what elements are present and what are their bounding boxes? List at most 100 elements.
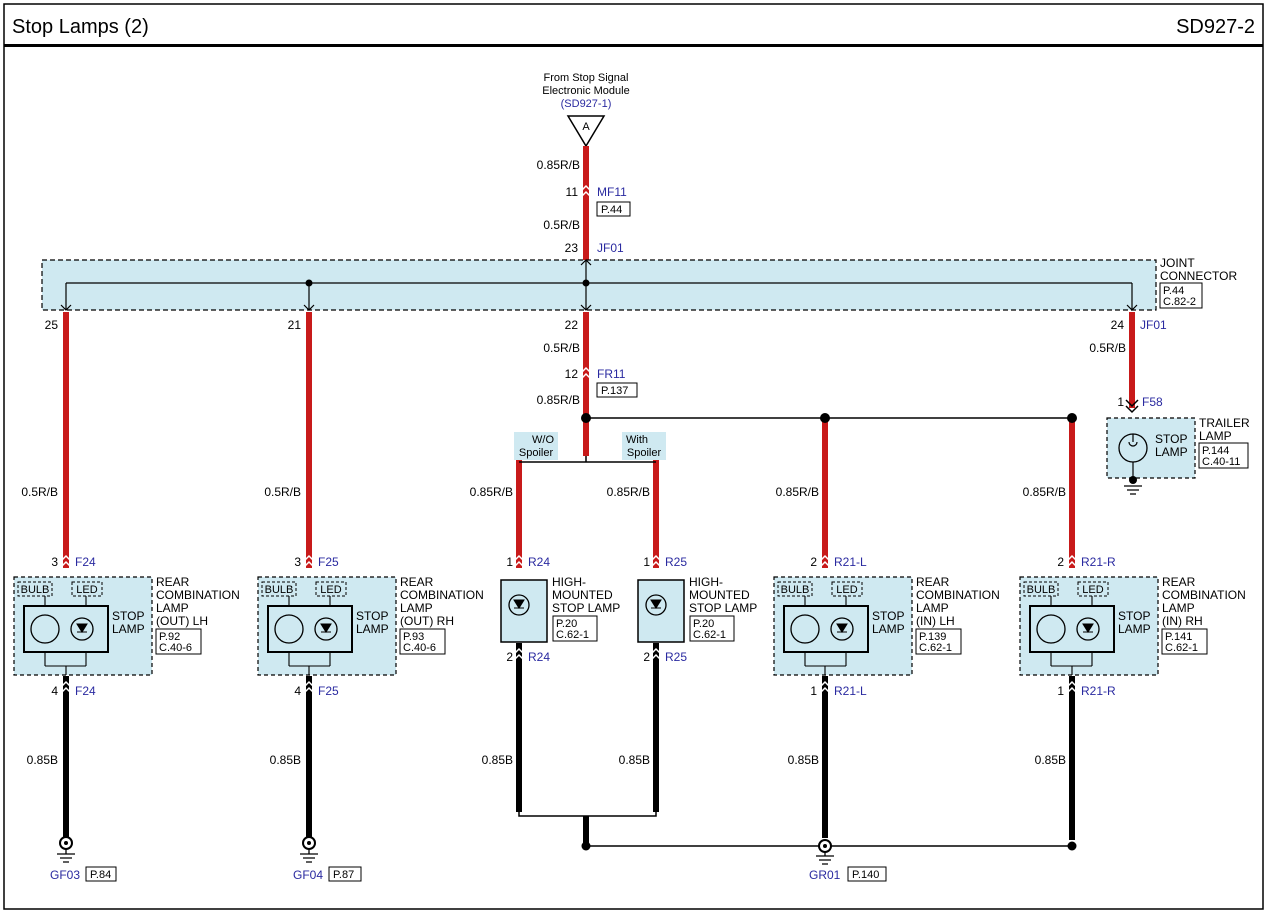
option-with-2: Spoiler	[627, 447, 662, 459]
page-code: SD927-2	[1176, 16, 1255, 38]
gf04-ref-box	[328, 866, 362, 882]
out-lh-ref-box	[155, 628, 202, 655]
r25-bot-pin: 2	[643, 650, 650, 664]
in-lh-ref-2: C.62-1	[919, 642, 952, 654]
in-rh-name-1: REAR	[1162, 575, 1196, 589]
hm1-ref-1: P.20	[556, 618, 577, 630]
connector-mf11-symbol	[579, 184, 593, 199]
wire-label-gnd6: 0.85B	[1035, 753, 1066, 767]
wire-label-col3: 0.85R/B	[470, 485, 513, 499]
wire-label-top2: 0.5R/B	[543, 218, 580, 232]
in-lh-bulb: BULB	[781, 584, 810, 596]
f25-bot-name: F25	[318, 684, 339, 698]
out-rh-name-1: REAR	[400, 575, 434, 589]
in-rh-led: LED	[1082, 584, 1103, 596]
out-lh-name-4: (OUT) LH	[156, 614, 208, 628]
wire-label-mid1: 0.5R/B	[543, 341, 580, 355]
title-bar: Stop Lamps (2) SD927-2	[4, 4, 1263, 47]
bulb-icon	[790, 614, 820, 644]
jf-pin-21: 21	[288, 318, 302, 332]
led-icon	[830, 617, 854, 641]
jf01-out-name: JF01	[1140, 318, 1167, 332]
joint-node-1	[305, 279, 313, 287]
out-lh-stop-1: STOP	[112, 609, 144, 623]
f25-top-pin: 3	[294, 555, 301, 569]
gf03-ref: P.84	[90, 869, 111, 881]
out-lh-name-2: COMBINATION	[156, 588, 240, 602]
hm1-name-3: STOP LAMP	[552, 601, 620, 615]
wire-label-col6: 0.85R/B	[1023, 485, 1066, 499]
hm2-ref-2: C.62-1	[693, 629, 726, 641]
hm2-ref-1: P.20	[693, 618, 714, 630]
hm1-name-1: HIGH-	[552, 575, 586, 589]
hm1-ref-box	[552, 615, 598, 642]
f24-bot-pin: 4	[51, 684, 58, 698]
jf01-in-name: JF01	[597, 241, 624, 255]
in-rh-name-2: COMBINATION	[1162, 588, 1246, 602]
gf04-ref: P.87	[333, 869, 354, 881]
r24-bot-pin: 2	[506, 650, 513, 664]
mf11-ref: P.44	[601, 204, 622, 216]
lamp-high-mounted-2	[637, 554, 685, 643]
lamp-out-rh	[257, 554, 397, 676]
joint-ref-1: P.44	[1163, 285, 1184, 297]
wire-label-top1: 0.85R/B	[537, 158, 580, 172]
trailer-label-2: LAMP	[1199, 429, 1232, 443]
fr11-name: FR11	[597, 367, 626, 381]
out-lh-led: LED	[76, 584, 97, 596]
jf01-in-pin: 23	[565, 241, 579, 255]
wire-label-mid2: 0.85R/B	[537, 393, 580, 407]
in-lh-name-2: COMBINATION	[916, 588, 1000, 602]
in-rh-name-4: (IN) RH	[1162, 614, 1203, 628]
in-rh-name-3: LAMP	[1162, 601, 1195, 615]
hm2-name-2: MOUNTED	[689, 588, 750, 602]
fr11-ref-box	[596, 382, 638, 398]
led-icon	[70, 617, 94, 641]
page-title: Stop Lamps (2)	[12, 16, 149, 38]
source-letter: A	[582, 121, 590, 133]
joint-label-1: JOINT	[1160, 256, 1195, 270]
r24-top-name: R24	[528, 555, 550, 569]
r21r-bot-pin: 1	[1057, 684, 1064, 698]
r24-top-pin: 1	[506, 555, 513, 569]
ground-icon-gf03	[57, 836, 75, 863]
in-lh-name-4: (IN) LH	[916, 614, 955, 628]
hm1-ref-2: C.62-1	[556, 629, 589, 641]
in-lh-stop-2: LAMP	[872, 622, 905, 636]
led-icon	[508, 594, 530, 616]
source-label-2: Electronic Module	[542, 85, 629, 97]
wire-label-col2: 0.5R/B	[264, 485, 301, 499]
r21l-top-name: R21-L	[834, 555, 867, 569]
in-rh-bulb: BULB	[1027, 584, 1056, 596]
hm2-ref-box	[689, 615, 735, 642]
led-icon	[314, 617, 338, 641]
hm2-name-1: HIGH-	[689, 575, 723, 589]
joint-connector-box	[41, 259, 1157, 311]
in-lh-name-3: LAMP	[916, 601, 949, 615]
lamp-in-rh	[1019, 554, 1159, 676]
trailer-ref-box	[1198, 442, 1249, 469]
out-lh-name-1: REAR	[156, 575, 190, 589]
out-rh-stop-1: STOP	[356, 609, 388, 623]
mf11-pin: 11	[566, 185, 579, 199]
bulb-icon	[1036, 614, 1066, 644]
gr01-name: GR01	[809, 868, 841, 882]
in-rh-stop-1: STOP	[1118, 609, 1150, 623]
lamp-high-mounted-1	[500, 554, 548, 643]
f58-pin: 1	[1117, 395, 1124, 409]
ground-icon-gf04	[300, 836, 318, 863]
r21r-bot-name: R21-R	[1081, 684, 1116, 698]
joint-node-2	[582, 279, 590, 287]
r21r-top-pin: 2	[1057, 555, 1064, 569]
wire-label-gnd4: 0.85B	[619, 753, 650, 767]
out-lh-stop-2: LAMP	[112, 622, 145, 636]
f25-top-name: F25	[318, 555, 339, 569]
r21l-bot-name: R21-L	[834, 684, 867, 698]
joint-ref-2: C.82-2	[1163, 296, 1196, 308]
lamp-out-lh	[13, 554, 153, 676]
option-wo-box	[514, 432, 558, 460]
joint-label-2: CONNECTOR	[1160, 269, 1237, 283]
out-rh-bulb: BULB	[265, 584, 294, 596]
gf03-ref-box	[85, 866, 117, 882]
